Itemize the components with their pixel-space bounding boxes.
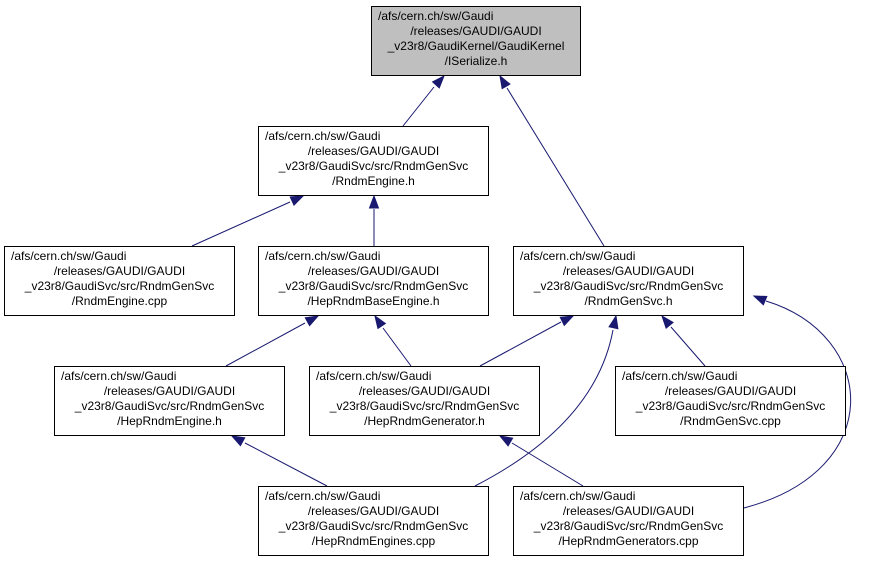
node-line: _v23r8/GaudiKernel/GaudiKernel bbox=[387, 39, 565, 53]
edge-line bbox=[191, 201, 291, 247]
arrowhead-icon bbox=[559, 315, 575, 327]
node-line: /HepRndmEngines.cpp bbox=[311, 534, 436, 548]
node-line: /afs/cern.ch/sw/Gaudi bbox=[265, 249, 381, 263]
node-line: /releases/GAUDI/GAUDI bbox=[562, 264, 695, 278]
node-line: /releases/GAUDI/GAUDI bbox=[103, 384, 236, 398]
arrowhead-icon bbox=[368, 194, 380, 209]
node-heprndmgenerator-h[interactable]: /afs/cern.ch/sw/Gaudi /releases/GAUDI/GA… bbox=[309, 366, 540, 436]
node-line: /releases/GAUDI/GAUDI bbox=[307, 504, 440, 518]
arrowhead-icon bbox=[289, 195, 305, 206]
edge-line bbox=[743, 300, 852, 509]
node-line: /releases/GAUDI/GAUDI bbox=[358, 384, 491, 398]
node-line: /afs/cern.ch/sw/Gaudi bbox=[61, 369, 177, 383]
node-line: /afs/cern.ch/sw/Gaudi bbox=[265, 129, 381, 143]
node-line: _v23r8/GaudiSvc/src/RndmGenSvc bbox=[278, 519, 469, 533]
edge-line bbox=[511, 442, 584, 487]
node-line: /releases/GAUDI/GAUDI bbox=[307, 264, 440, 278]
edge-heprndmengines_cpp-to-rndmgensvc_h bbox=[474, 314, 619, 487]
edge-heprndmengine_h-to-heprndmbaseengine_h bbox=[225, 315, 320, 367]
arrowhead-icon bbox=[608, 314, 619, 330]
edge-rndmgensvc_h-to-iserialize bbox=[499, 74, 605, 247]
node-rndmgensvc-h[interactable]: /afs/cern.ch/sw/Gaudi /releases/GAUDI/GA… bbox=[513, 246, 744, 316]
edge-line bbox=[402, 86, 435, 127]
edge-heprndmbaseengine_h-to-rndmengine_h bbox=[368, 194, 380, 246]
node-line: /releases/GAUDI/GAUDI bbox=[664, 384, 797, 398]
node-line: /releases/GAUDI/GAUDI bbox=[562, 504, 695, 518]
node-line: _v23r8/GaudiSvc/src/RndmGenSvc bbox=[74, 399, 265, 413]
edge-line bbox=[225, 322, 306, 367]
edge-line bbox=[479, 321, 562, 367]
node-rndmgensvc-cpp[interactable]: /afs/cern.ch/sw/Gaudi /releases/GAUDI/GA… bbox=[615, 366, 846, 436]
arrowhead-icon bbox=[230, 435, 246, 447]
arrowhead-icon bbox=[374, 314, 387, 330]
node-rndmengine-cpp[interactable]: /afs/cern.ch/sw/Gaudi /releases/GAUDI/GA… bbox=[4, 246, 235, 316]
node-line: /RndmEngine.h bbox=[332, 174, 415, 188]
node-line: /afs/cern.ch/sw/Gaudi bbox=[520, 249, 636, 263]
edge-line bbox=[244, 442, 328, 487]
edge-line bbox=[474, 329, 614, 487]
node-line: /RndmGenSvc.h bbox=[584, 294, 673, 308]
node-line: /RndmEngine.cpp bbox=[71, 294, 168, 308]
node-line: _v23r8/GaudiSvc/src/RndmGenSvc bbox=[24, 279, 215, 293]
edge-rndmgensvc_cpp-to-rndmgensvc_h bbox=[661, 314, 706, 367]
edge-heprndmengines_cpp-to-heprndmengine_h bbox=[230, 435, 328, 487]
node-heprndmengine-h[interactable]: /afs/cern.ch/sw/Gaudi /releases/GAUDI/GA… bbox=[54, 366, 285, 436]
arrowhead-icon bbox=[498, 435, 514, 447]
node-line: _v23r8/GaudiSvc/src/RndmGenSvc bbox=[278, 159, 469, 173]
arrowhead-icon bbox=[431, 74, 445, 89]
arrowhead-icon bbox=[752, 295, 768, 306]
node-line: /afs/cern.ch/sw/Gaudi bbox=[378, 9, 494, 23]
node-line: /releases/GAUDI/GAUDI bbox=[410, 24, 542, 38]
node-line: /HepRndmBaseEngine.h bbox=[307, 294, 440, 308]
node-line: /RndmGenSvc.cpp bbox=[680, 414, 781, 428]
node-rndmengine-h[interactable]: /afs/cern.ch/sw/Gaudi /releases/GAUDI/GA… bbox=[258, 126, 489, 196]
node-line: _v23r8/GaudiSvc/src/RndmGenSvc bbox=[533, 519, 724, 533]
node-line: _v23r8/GaudiSvc/src/RndmGenSvc bbox=[533, 279, 724, 293]
node-line: /releases/GAUDI/GAUDI bbox=[307, 144, 440, 158]
node-heprndmengines-cpp[interactable]: /afs/cern.ch/sw/Gaudi /releases/GAUDI/GA… bbox=[258, 486, 489, 556]
edge-line bbox=[382, 327, 412, 367]
node-line: /afs/cern.ch/sw/Gaudi bbox=[316, 369, 432, 383]
arrowhead-icon bbox=[661, 314, 674, 329]
node-line: _v23r8/GaudiSvc/src/RndmGenSvc bbox=[329, 399, 520, 413]
edge-heprndmgenerators_cpp-to-heprndmgenerator_h bbox=[498, 435, 584, 487]
edge-heprndmgenerator_h-to-rndmgensvc_h bbox=[479, 315, 575, 367]
node-line: /HepRndmGenerators.cpp bbox=[558, 534, 699, 548]
edge-heprndmgenerators_cpp-to-rndmgensvc_h bbox=[743, 295, 852, 509]
node-iserialize-h: /afs/cern.ch/sw/Gaudi /releases/GAUDI/GA… bbox=[371, 6, 581, 76]
node-line: /afs/cern.ch/sw/Gaudi bbox=[265, 489, 381, 503]
edge-heprndmgenerator_h-to-heprndmbaseengine_h bbox=[374, 314, 412, 367]
edge-rndmengine_h-to-iserialize bbox=[402, 74, 445, 127]
edge-line bbox=[506, 87, 605, 247]
node-line: /releases/GAUDI/GAUDI bbox=[53, 264, 186, 278]
edge-rndmengine_cpp-to-rndmengine_h bbox=[191, 195, 305, 247]
node-heprndmgenerators-cpp[interactable]: /afs/cern.ch/sw/Gaudi /releases/GAUDI/GA… bbox=[513, 486, 744, 556]
node-line: /HepRndmEngine.h bbox=[117, 414, 222, 428]
node-line: /afs/cern.ch/sw/Gaudi bbox=[622, 369, 738, 383]
node-line: _v23r8/GaudiSvc/src/RndmGenSvc bbox=[635, 399, 826, 413]
node-line: _v23r8/GaudiSvc/src/RndmGenSvc bbox=[278, 279, 469, 293]
edge-line bbox=[670, 326, 706, 367]
node-line: /afs/cern.ch/sw/Gaudi bbox=[11, 249, 127, 263]
node-line: /afs/cern.ch/sw/Gaudi bbox=[520, 489, 636, 503]
arrowhead-icon bbox=[304, 315, 320, 327]
node-heprndmbaseengine-h[interactable]: /afs/cern.ch/sw/Gaudi /releases/GAUDI/GA… bbox=[258, 246, 489, 316]
node-line: /HepRndmGenerator.h bbox=[364, 414, 485, 428]
node-line: /ISerialize.h bbox=[444, 54, 508, 68]
arrowhead-icon bbox=[499, 74, 511, 90]
